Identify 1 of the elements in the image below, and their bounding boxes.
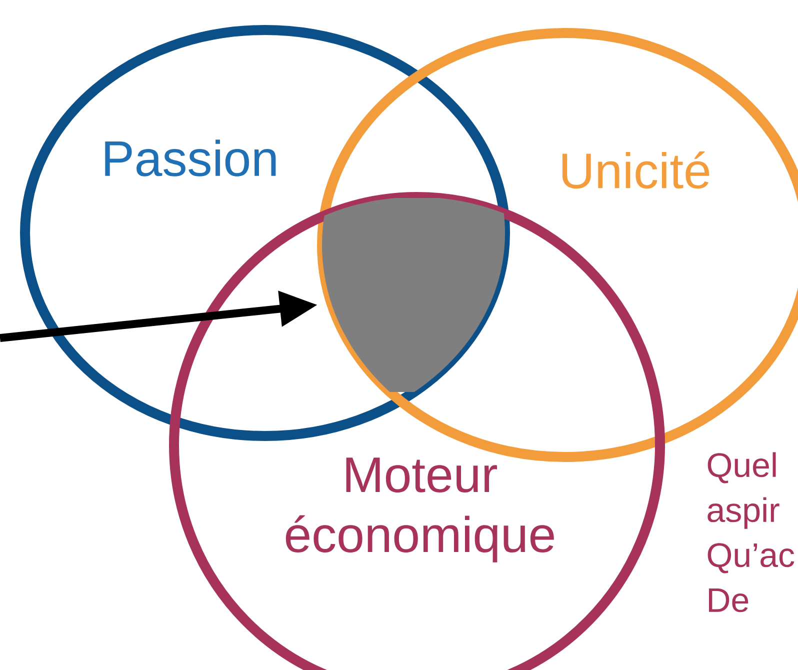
overlap-region [322,198,505,392]
